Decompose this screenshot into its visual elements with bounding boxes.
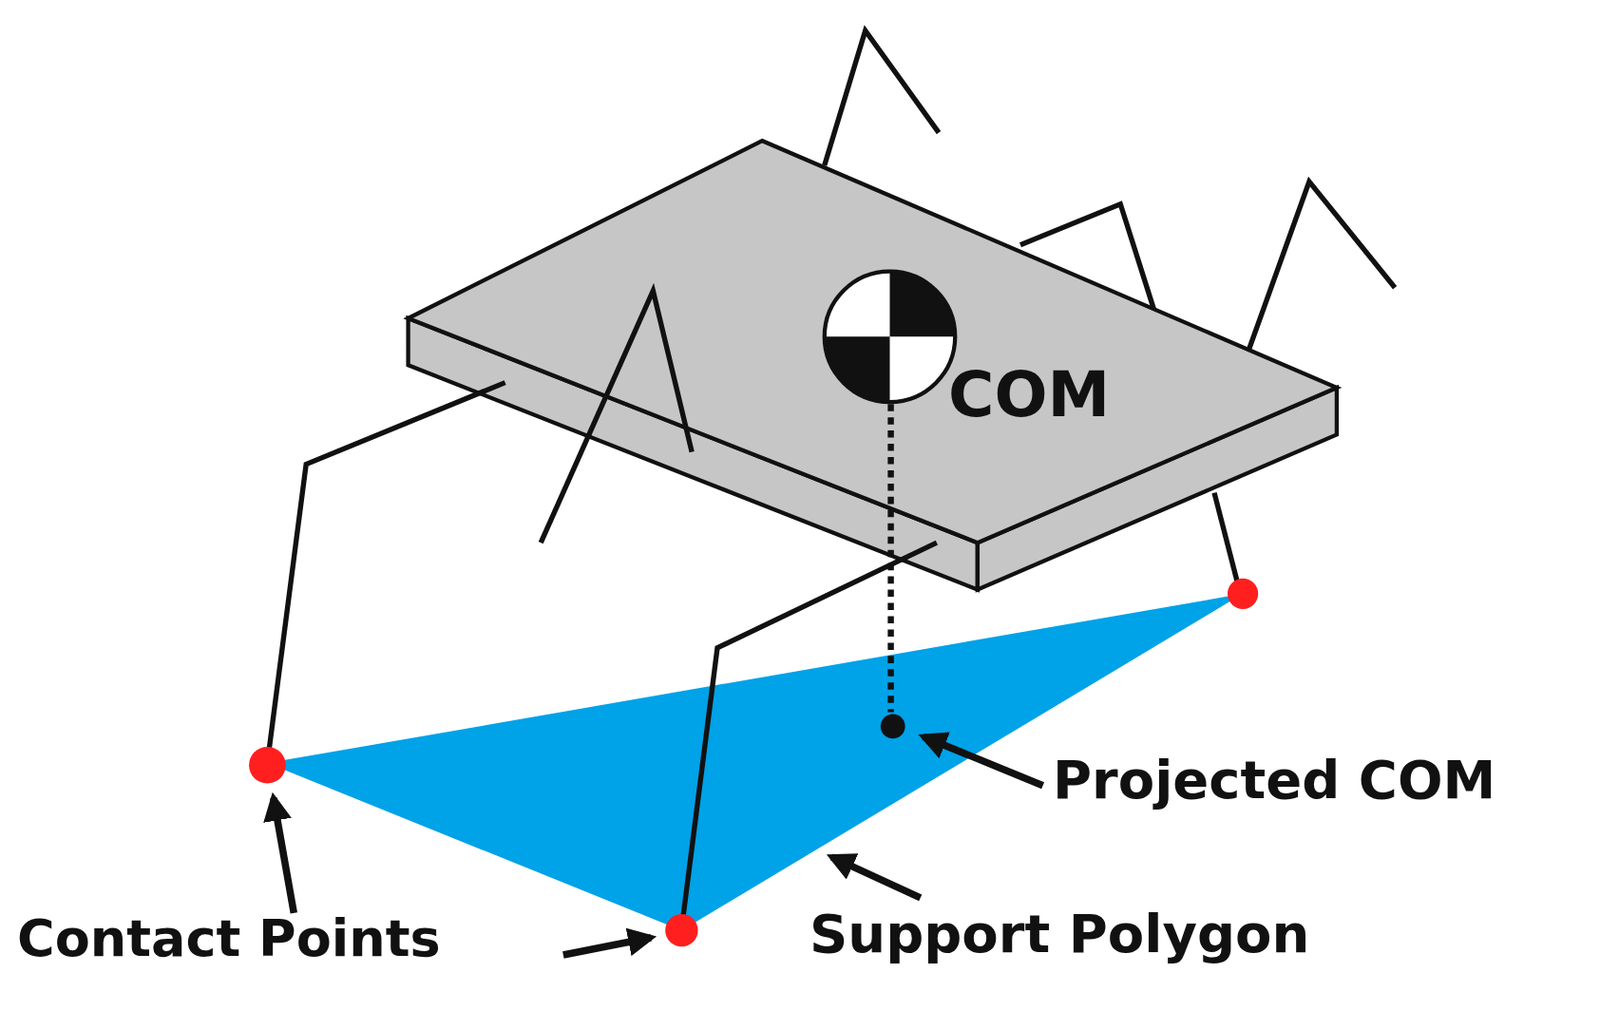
projection-line bbox=[887, 403, 894, 712]
com-label: COM bbox=[948, 361, 1110, 431]
leader-arrow bbox=[831, 857, 920, 898]
leg bbox=[1246, 181, 1395, 356]
robot-legs bbox=[266, 290, 937, 929]
leader-arrow bbox=[563, 937, 651, 955]
contact-point bbox=[248, 746, 286, 784]
com-circle bbox=[824, 271, 955, 402]
robot-body bbox=[408, 140, 1337, 590]
com-outline bbox=[824, 271, 955, 402]
leg bbox=[681, 542, 936, 929]
leg bbox=[824, 30, 939, 166]
contact-point bbox=[665, 914, 698, 947]
projected-com-dot bbox=[880, 714, 906, 740]
leader-arrow bbox=[923, 736, 1044, 786]
leg bbox=[540, 290, 692, 543]
leg bbox=[1214, 493, 1240, 592]
leg bbox=[266, 382, 505, 763]
leader-arrow bbox=[273, 798, 294, 914]
projected-com-label: Projected COM bbox=[1052, 750, 1496, 810]
contact-points-label: Contact Points bbox=[17, 910, 441, 967]
support-polygon-label: Support Polygon bbox=[809, 904, 1310, 964]
body-top bbox=[408, 140, 1337, 543]
com-symbol bbox=[824, 271, 955, 402]
contact-point bbox=[1227, 578, 1258, 610]
